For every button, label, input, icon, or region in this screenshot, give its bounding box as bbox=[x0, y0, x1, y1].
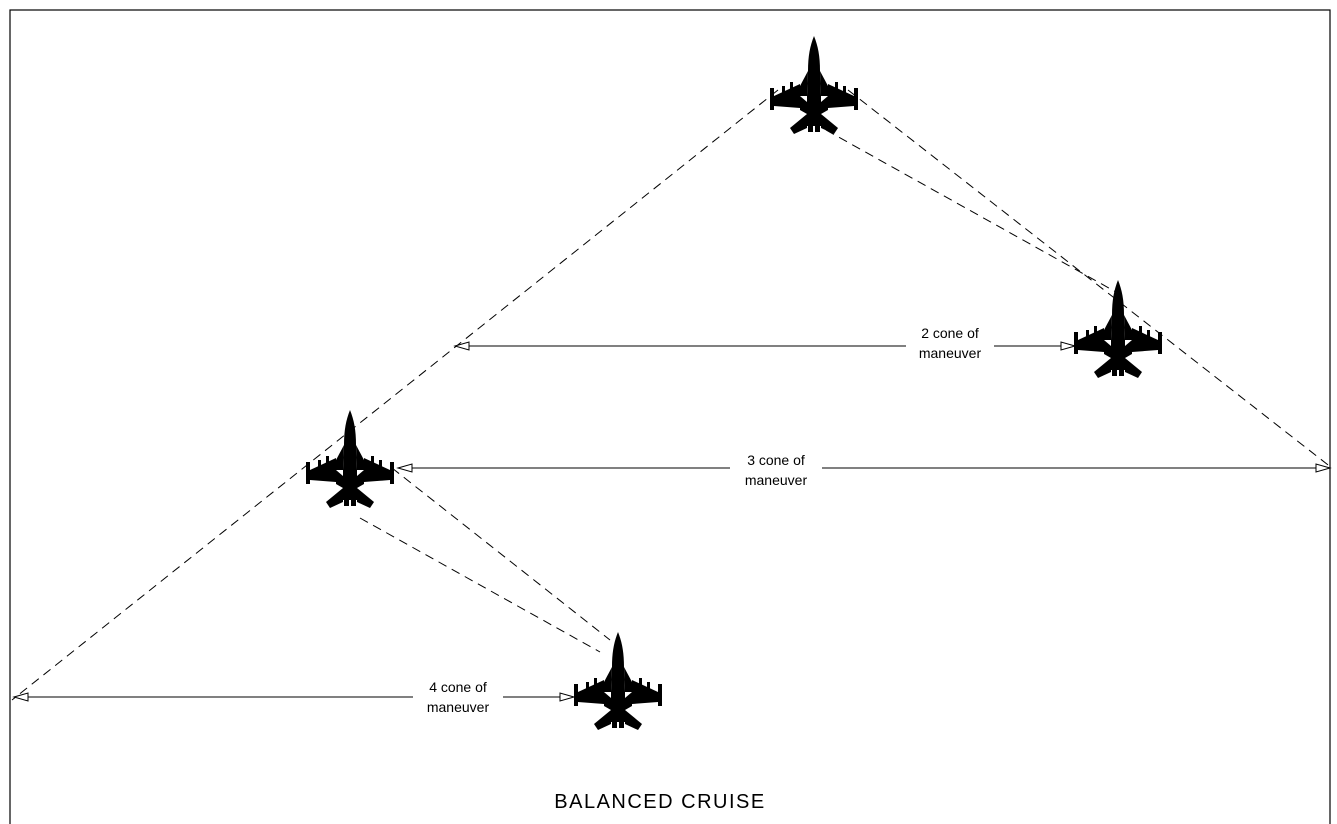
label-2-cone-line2: maneuver bbox=[919, 345, 982, 361]
cone-line-3-to-4-outer bbox=[391, 467, 611, 641]
cone-lines bbox=[11, 89, 1333, 701]
diagram-frame bbox=[9, 9, 1331, 824]
diagram-caption: BALANCED CRUISE bbox=[554, 791, 765, 813]
arrow-3-cone bbox=[397, 463, 1331, 473]
label-4-cone-line2: maneuver bbox=[427, 699, 490, 715]
cone-line-lead-left bbox=[11, 89, 779, 701]
label-2-cone-line1: 2 cone of bbox=[921, 325, 979, 341]
cone-line-lead-to-2 bbox=[825, 129, 1117, 293]
label-4-cone-line1: 4 cone of bbox=[429, 679, 487, 695]
cone-line-3-to-4-inner bbox=[359, 517, 601, 653]
label-3-cone-line1: 3 cone of bbox=[747, 452, 805, 468]
cone-line-lead-right bbox=[847, 89, 1333, 469]
label-3-cone-line2: maneuver bbox=[745, 472, 808, 488]
